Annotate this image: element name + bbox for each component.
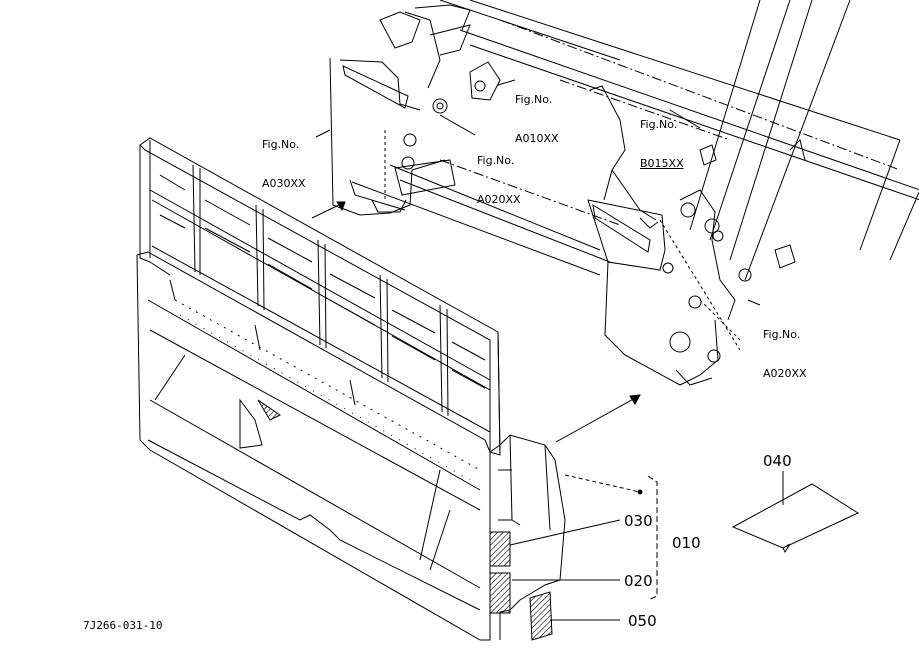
direction-arrows: [312, 202, 640, 442]
figure-ref-code: A010XX: [515, 132, 559, 145]
decal-020: [490, 573, 510, 613]
leader-lines: [316, 80, 760, 620]
manual-sheet-040: [733, 471, 858, 552]
figure-ref-label: Fig.No.: [763, 328, 801, 341]
decal-030: [490, 532, 510, 566]
figure-ref-label: Fig.No.: [262, 138, 300, 151]
figure-ref-a020-left[interactable]: Fig.No. A020XX: [477, 128, 521, 219]
decal-050: [530, 592, 552, 640]
part-number-030[interactable]: 030: [624, 512, 653, 530]
figure-ref-b015[interactable]: Fig.No. B015XX: [640, 92, 684, 183]
part-number-020[interactable]: 020: [624, 572, 653, 590]
figure-ref-label: Fig.No.: [515, 93, 553, 106]
part-number-050[interactable]: 050: [628, 612, 657, 630]
figure-ref-code: A020XX: [763, 367, 807, 380]
figure-ref-label: Fig.No.: [640, 118, 678, 131]
pallet-fork-frame: [137, 138, 565, 640]
drawing-reference: 7J266-031-10: [83, 619, 163, 632]
right-bracket: [588, 86, 805, 385]
figure-ref-code: A030XX: [262, 177, 306, 190]
figure-ref-a020-right[interactable]: Fig.No. A020XX: [763, 302, 807, 393]
figure-ref-code: B015XX: [640, 157, 684, 170]
loader-arm-lines: [352, 0, 919, 340]
upper-left-bracket: [330, 5, 500, 215]
part-number-010[interactable]: 010: [672, 534, 701, 552]
figure-ref-label: Fig.No.: [477, 154, 515, 167]
figure-ref-code: A020XX: [477, 193, 521, 206]
part-number-040[interactable]: 040: [763, 452, 792, 470]
figure-ref-a010[interactable]: Fig.No. A010XX: [515, 67, 559, 158]
figure-ref-a030[interactable]: Fig.No. A030XX: [262, 112, 306, 203]
